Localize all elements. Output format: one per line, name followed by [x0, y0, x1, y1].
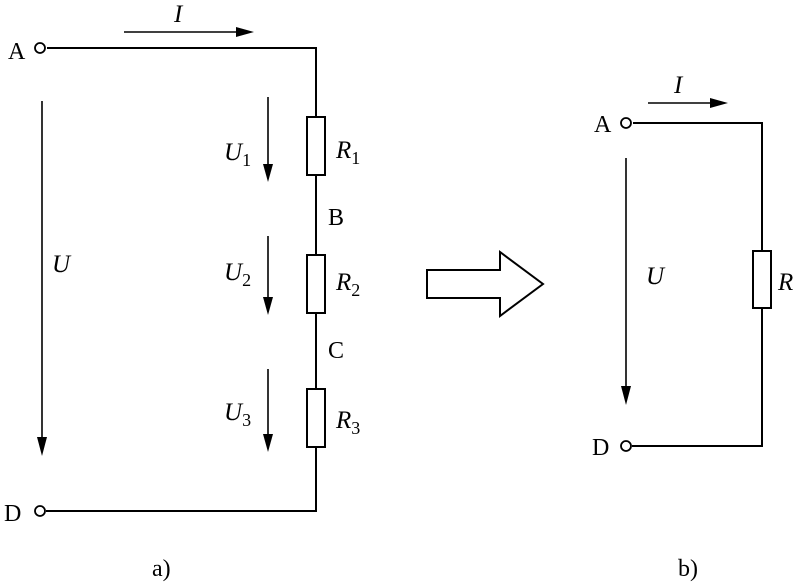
label-voltage-u2: U2: [224, 259, 251, 290]
voltage-arrowhead-total-b: [621, 386, 631, 405]
diagram-b: A D I U R b): [592, 72, 793, 582]
wire-top-a: [47, 47, 317, 117]
terminal-a-a: [34, 42, 46, 54]
terminal-d-b: [620, 440, 632, 452]
voltage-arrowhead-total-a: [37, 437, 47, 456]
label-resistor-r3: R3: [335, 407, 360, 438]
current-arrowhead-b: [710, 98, 728, 108]
voltage-arrowhead-u1: [263, 164, 273, 182]
label-voltage-u3: U3: [224, 399, 251, 430]
hollow-arrow-icon: [426, 250, 545, 318]
wire-bottom-b: [632, 308, 763, 447]
label-voltage-total-a: U: [52, 251, 72, 278]
caption-b: b): [678, 556, 698, 582]
resistor-r2: [306, 254, 326, 314]
resistor-r3: [306, 388, 326, 448]
resistor-r1: [306, 116, 326, 176]
voltage-arrowhead-u3: [263, 434, 273, 452]
label-resistor-r: R: [777, 269, 793, 296]
label-terminal-d-a: D: [4, 501, 21, 527]
wire-top-b: [633, 122, 763, 251]
label-node-c: C: [328, 338, 344, 364]
label-current-a: I: [173, 1, 184, 28]
label-voltage-u1: U1: [224, 139, 251, 170]
label-voltage-total-b: U: [646, 263, 666, 290]
current-arrowhead-a: [236, 27, 254, 37]
label-node-b: B: [328, 205, 344, 231]
voltage-arrowhead-u2: [263, 297, 273, 315]
label-terminal-a-b: A: [594, 112, 612, 138]
caption-a: a): [152, 556, 171, 582]
label-terminal-a-a: A: [8, 39, 26, 65]
label-resistor-r1: R1: [335, 137, 360, 168]
label-terminal-d-b: D: [592, 435, 609, 461]
label-current-b: I: [673, 72, 684, 99]
wire-bottom-a: [46, 447, 317, 512]
diagram-a: A D I U B C U1 U2 U3 R1 R2 R3 a): [4, 1, 360, 582]
terminal-a-b: [620, 117, 632, 129]
resistor-r: [752, 250, 772, 309]
label-resistor-r2: R2: [335, 269, 360, 300]
terminal-d-a: [34, 505, 46, 517]
